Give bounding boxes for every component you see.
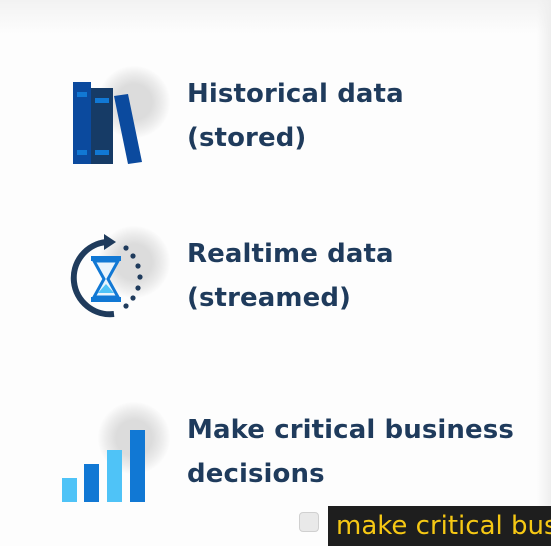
caption-bar: make critical bus — [328, 506, 551, 546]
feature-title: Realtime data — [187, 239, 394, 269]
hourglass-refresh-icon — [60, 226, 172, 326]
feature-row-decisions: Make critical business decisions — [0, 398, 551, 518]
feature-subtitle: (stored) — [187, 123, 307, 153]
right-edge-shadow — [537, 0, 551, 546]
feature-subtitle: decisions — [187, 459, 325, 489]
feature-row-historical: Historical data (stored) — [0, 62, 551, 182]
books-icon — [60, 66, 172, 166]
top-fade — [0, 0, 551, 34]
feature-label-decisions: Make critical business decisions — [187, 408, 514, 496]
feature-title: Make critical business — [187, 415, 514, 445]
popout-icon[interactable] — [299, 512, 319, 532]
feature-title: Historical data — [187, 79, 404, 109]
feature-subtitle: (streamed) — [187, 283, 352, 313]
feature-row-realtime: Realtime data (streamed) — [0, 222, 551, 342]
feature-label-historical: Historical data (stored) — [187, 72, 404, 160]
feature-label-realtime: Realtime data (streamed) — [187, 232, 394, 320]
caption-text: make critical bus — [336, 511, 551, 541]
bar-chart-icon — [60, 402, 172, 502]
